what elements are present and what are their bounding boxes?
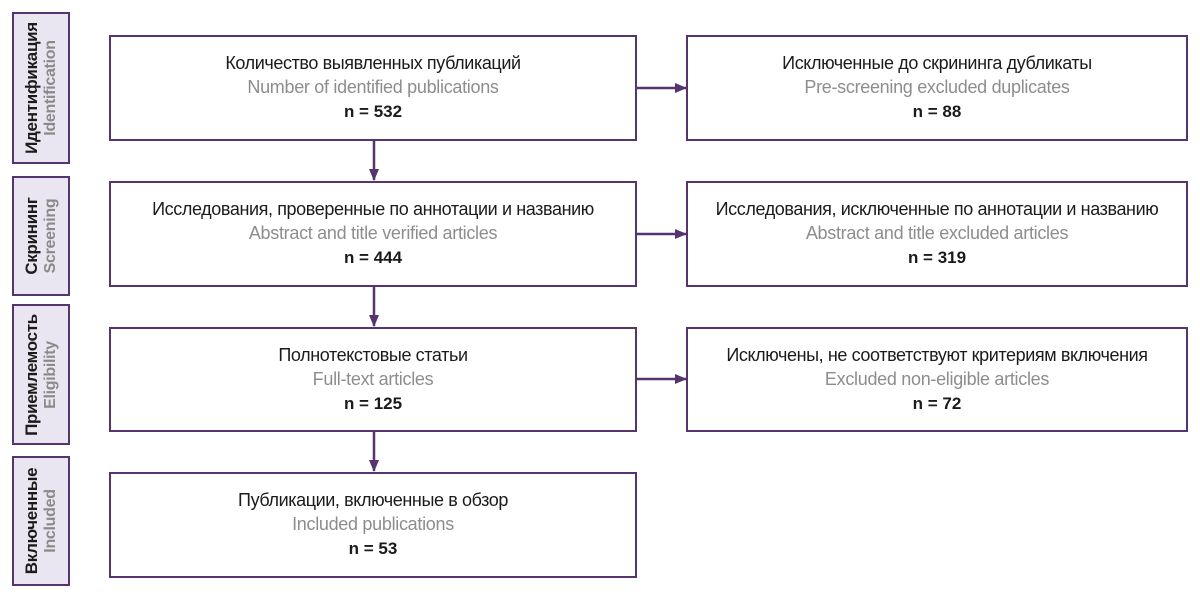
box-label-en: Included publications [292, 514, 454, 534]
box-label-ru: Исследования, исключенные по аннотации и… [715, 199, 1159, 219]
box-screen-excluded: Исследования, исключенные по аннотации и… [686, 181, 1188, 287]
box-label-ru: Количество выявленных публикаций [225, 53, 521, 73]
box-count: n = 72 [912, 393, 962, 413]
box-duplicates: Исключенные до скрининга дубликаты Pre-s… [686, 35, 1188, 141]
box-label-en: Abstract and title verified articles [248, 223, 498, 243]
box-count: n = 53 [348, 539, 398, 558]
box-label-en: Full-text articles [312, 368, 434, 389]
box-label-en: Abstract and title excluded articles [805, 223, 1069, 243]
box-label-ru: Исследования, проверенные по аннотации и… [152, 199, 594, 219]
box-label-ru: Исключены, не соответствуют критериям вк… [726, 344, 1148, 365]
box-count: n = 88 [912, 102, 962, 121]
box-count: n = 319 [907, 248, 967, 267]
box-count: n = 125 [343, 393, 403, 413]
stage-label-identification: Идентификация Identification [12, 12, 70, 164]
box-included: Публикации, включенные в обзор Included … [109, 472, 637, 578]
box-count: n = 532 [343, 102, 403, 121]
stage-label-screening: Скрининг Screening [12, 176, 70, 296]
box-label-ru: Полнотекстовые статьи [278, 344, 468, 365]
stage-label-included: Включенные Included [12, 456, 70, 586]
box-identified: Количество выявленных публикаций Number … [109, 35, 637, 141]
box-label-en: Pre-screening excluded duplicates [804, 77, 1070, 97]
box-label-ru: Исключенные до скрининга дубликаты [782, 53, 1092, 73]
box-label-ru: Публикации, включенные в обзор [238, 490, 508, 510]
box-count: n = 444 [343, 248, 403, 267]
box-label-en: Number of identified publications [247, 77, 499, 97]
box-screened: Исследования, проверенные по аннотации и… [109, 181, 637, 287]
box-fulltext: Полнотекстовые статьи Full-text articles… [109, 327, 637, 432]
box-noneligible: Исключены, не соответствуют критериям вк… [686, 327, 1188, 432]
box-label-en: Excluded non-eligible articles [824, 368, 1050, 389]
stage-label-eligibility: Приемлемость Eligibility [12, 304, 70, 445]
